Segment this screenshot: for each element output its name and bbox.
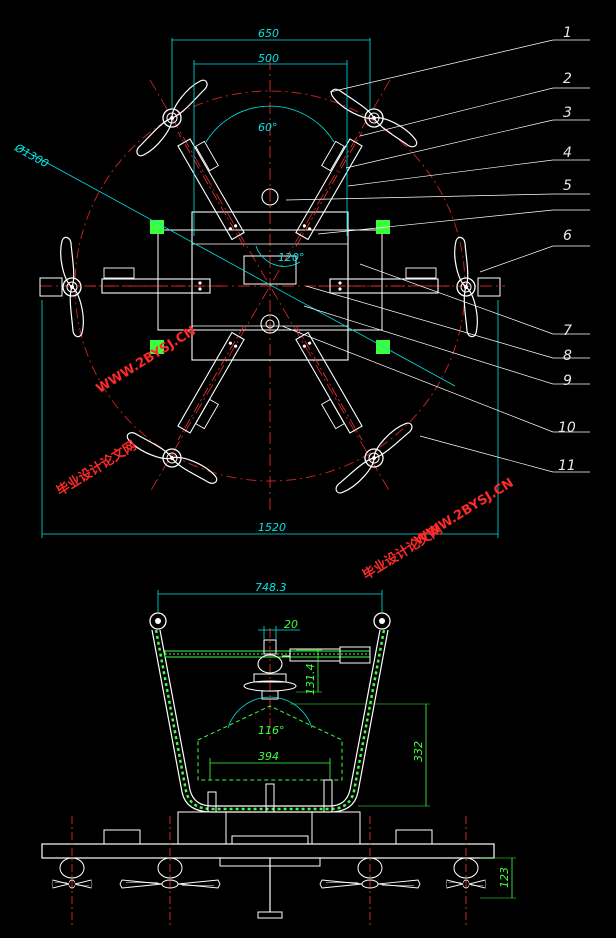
mount-pad [376, 220, 390, 234]
dim-394: 394 [258, 750, 279, 763]
callout-11: 11 [558, 458, 576, 474]
callout-7: 7 [563, 323, 572, 339]
callout-5: 5 [563, 178, 572, 194]
dim-131: 131.4 [304, 664, 317, 696]
callout-6: 6 [563, 228, 572, 244]
watermark-1: 毕业设计论文网 WWW.2BYSJ.CN [54, 324, 199, 500]
propeller [60, 236, 84, 338]
callout-1: 1 [563, 25, 572, 41]
callout-labels: 1 2 3 4 5 6 7 8 9 10 11 [558, 25, 576, 474]
dim-angle-60: 60° [258, 121, 278, 134]
dim-123: 123 [498, 867, 511, 888]
base-frame [41, 843, 495, 859]
propeller [124, 419, 220, 497]
callout-4: 4 [563, 145, 572, 161]
side-view: 748.3 20 131.4 1 [41, 581, 516, 926]
dim-20: 20 [284, 618, 298, 631]
top-view: 650 500 60° Ø1300 120° 1520 [12, 27, 505, 538]
dim-748: 748.3 [255, 581, 287, 594]
dim-angle-120: 120° [278, 251, 305, 264]
mount-pad [150, 340, 164, 354]
dim-500: 500 [258, 52, 279, 65]
frame-body [191, 211, 349, 361]
rotor-arm [289, 321, 369, 444]
watermark-2: 毕业设计论文网 WWW.2BYSJ.CN [360, 476, 517, 584]
propeller [326, 419, 422, 497]
callout-10: 10 [558, 420, 576, 436]
bucket-shell [159, 629, 381, 807]
watermark-site: WWW.2BYSJ.CN [412, 476, 517, 549]
watermark-brand: 毕业设计论文网 [54, 438, 140, 500]
dim-diameter-1300: Ø1300 [12, 141, 51, 171]
rotor-arm [289, 128, 369, 251]
callout-2: 2 [563, 71, 572, 87]
callout-leaders [281, 39, 590, 473]
callout-3: 3 [563, 105, 572, 121]
dim-332: 332 [412, 741, 425, 762]
watermark-site: WWW.2BYSJ.CN [94, 324, 199, 397]
callout-9: 9 [563, 373, 572, 389]
motor-pod [59, 857, 479, 879]
propeller [454, 236, 478, 338]
rotor-arm [317, 278, 451, 294]
dim-1520: 1520 [258, 521, 286, 534]
rotor-arm [171, 128, 251, 251]
callout-8: 8 [563, 348, 572, 364]
dim-angle-116: 116° [258, 724, 285, 737]
dim-650: 650 [258, 27, 279, 40]
mount-pad [150, 220, 164, 234]
